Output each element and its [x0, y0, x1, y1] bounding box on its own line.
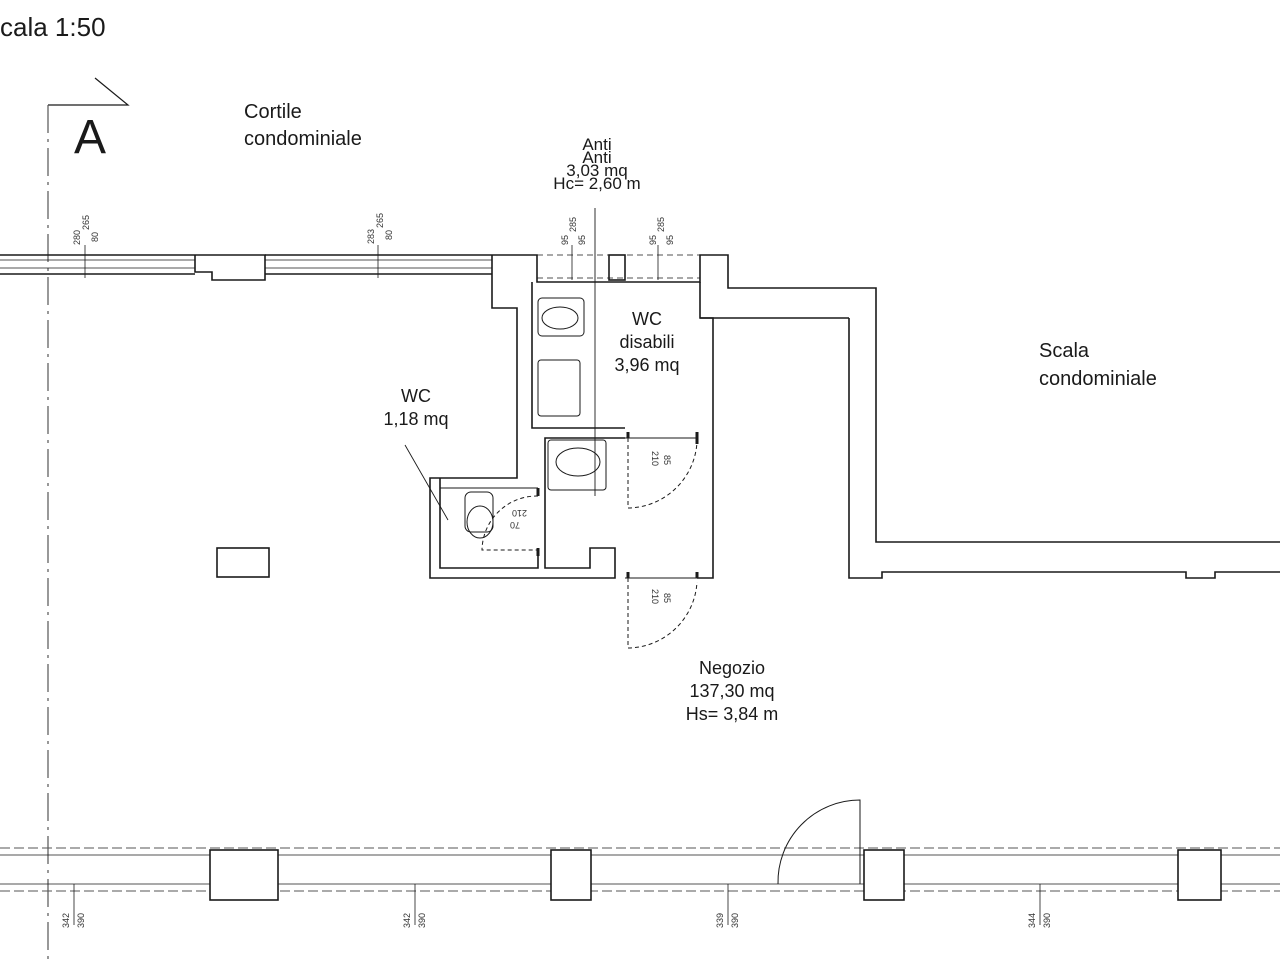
dim-door-2a: 70 [510, 520, 520, 530]
shop-name: Negozio [698, 658, 766, 678]
wc-small-area: 1,18 mq [383, 409, 449, 429]
dim-top-2a: 283 [366, 229, 376, 244]
dim-top-4b: 285 [656, 217, 666, 232]
dim-door-3b: 210 [650, 589, 660, 604]
dim-door-3a: 85 [662, 593, 672, 603]
courtyard-line2: condominiale [244, 128, 362, 150]
scale-label: cala 1:50 [0, 12, 106, 42]
stairs-line1: Scala [1039, 340, 1090, 362]
column [216, 547, 270, 578]
wc-disabled-area: 3,96 mq [614, 355, 680, 375]
dim-bottom-2a: 342 [402, 913, 412, 928]
dim-top-1b: 265 [81, 215, 91, 230]
dim-bottom-3b: 390 [730, 913, 740, 928]
dim-bottom-1a: 342 [61, 913, 71, 928]
dimension-ticks [73, 245, 1041, 925]
stairs-line2: condominiale [1039, 368, 1157, 390]
courtyard-line1: Cortile [244, 101, 302, 123]
wc-disabled-name: WC [631, 309, 662, 329]
wc-disabled-sub: disabili [619, 332, 675, 352]
dim-bottom-2b: 390 [417, 913, 427, 928]
anti-area: 3,03 mq [566, 161, 628, 180]
dim-top-2b: 265 [375, 213, 385, 228]
wc-small-label: WC 1,18 mq [383, 385, 448, 431]
bottom-facade [0, 799, 1280, 901]
dimension-labels: 280 265 80 283 265 80 95 285 95 95 285 9… [61, 213, 1052, 928]
stairs-label: Scala condominiale [1039, 337, 1157, 393]
fixtures [404, 208, 607, 539]
dim-top-1c: 80 [90, 232, 100, 242]
wc-small-name: WC [400, 386, 431, 406]
top-wall [0, 254, 1280, 579]
anti-height: Hc= 2,60 m [553, 174, 641, 193]
dim-bottom-1b: 390 [76, 913, 86, 928]
dim-top-4c: 95 [665, 235, 675, 245]
dim-door-2b: 210 [512, 508, 527, 518]
dim-door-1b: 210 [650, 451, 660, 466]
door-swings [481, 438, 698, 649]
dim-top-3a: 95 [560, 235, 570, 245]
dim-top-1a: 280 [72, 230, 82, 245]
wc-disabled-label: WC disabili 3,96 mq [614, 308, 679, 377]
dim-bottom-4a: 344 [1027, 913, 1037, 928]
dim-top-4a: 95 [648, 235, 658, 245]
dim-door-1a: 85 [662, 455, 672, 465]
anti-name-a: Anti [582, 135, 612, 154]
dim-bottom-4b: 390 [1042, 913, 1052, 928]
section-marker-arrow [48, 77, 130, 106]
courtyard-label: Cortile condominiale [244, 99, 362, 153]
anti-name-b: Anti [582, 148, 612, 167]
dim-top-2c: 80 [384, 230, 394, 240]
dim-bottom-3a: 339 [715, 913, 725, 928]
dim-top-3c: 95 [577, 235, 587, 245]
dim-top-3b: 285 [568, 217, 578, 232]
shop-label: Negozio 137,30 mq Hs= 3,84 m [686, 657, 779, 726]
anti-label: Anti Anti 3,03 mq Hc= 2,60 m [553, 135, 641, 193]
shop-area: 137,30 mq [689, 681, 775, 701]
section-marker-letter: A [74, 111, 107, 164]
shop-height: Hs= 3,84 m [685, 704, 779, 724]
